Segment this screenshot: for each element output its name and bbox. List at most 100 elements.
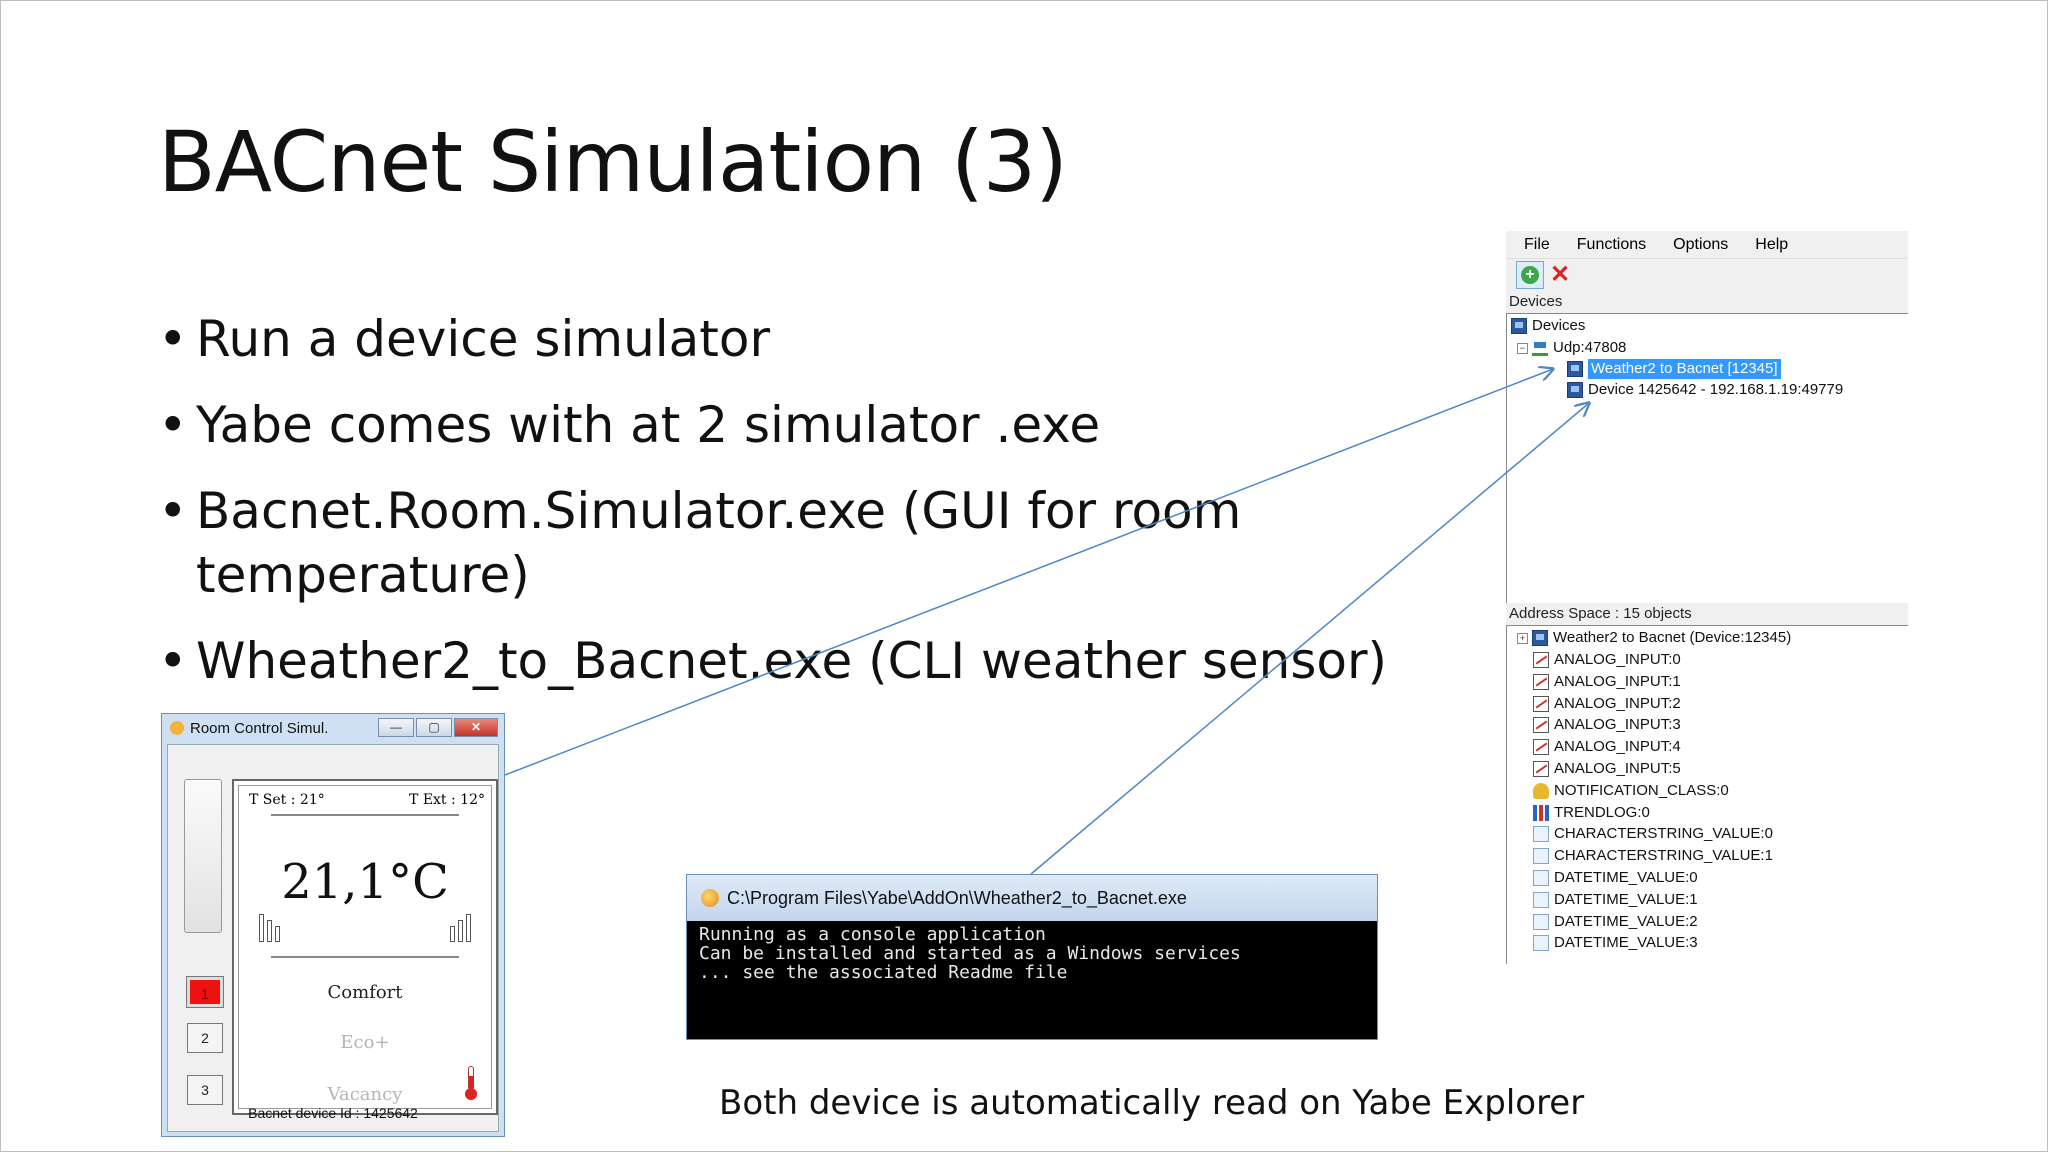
bullet-text: Run a device simulator [196,310,771,368]
address-space-label: Address Space : 15 objects [1506,603,1908,625]
address-object-item[interactable]: ANALOG_INPUT:4 [1533,737,1681,757]
console-line: Can be installed and started as a Window… [699,943,1241,964]
address-object-item[interactable]: ANALOG_INPUT:0 [1533,650,1681,670]
analog-input-icon [1533,761,1549,777]
bullet-item: • Bacnet.Room.Simulator.exe (GUI for roo… [158,479,1296,607]
bullet-text: Wheather2_to_Bacnet.exe (CLI weather sen… [196,632,1388,690]
room-window-titlebar[interactable]: Room Control Simul. [162,714,504,742]
fan-bars-right-icon [450,914,471,942]
bullet-item: • Run a device simulator [158,307,1458,371]
mode-button-2[interactable]: 2 [187,1023,223,1053]
bullet-list: • Run a device simulator • Yabe comes wi… [158,307,1458,715]
menu-help[interactable]: Help [1755,235,1789,253]
collapse-toggle[interactable]: − [1517,342,1528,354]
analog-input-icon [1533,739,1549,756]
address-object-item[interactable]: TRENDLOG:0 [1533,803,1650,823]
divider [271,814,459,816]
app-sun-icon [170,721,184,735]
tree-node-room-device[interactable]: Device 1425642 - 192.168.1.19:49779 [1567,380,1843,400]
menu-file[interactable]: File [1524,235,1550,253]
add-icon: + [1521,266,1539,284]
address-object-item[interactable]: ANALOG_INPUT:5 [1533,759,1681,779]
value-document-icon [1533,913,1549,930]
address-object-item[interactable]: DATETIME_VALUE:1 [1533,890,1698,910]
thermometer-icon [465,1066,477,1100]
analog-input-icon [1533,652,1549,668]
bacnet-device-id: Bacnet device Id : 1425642 [248,1105,418,1121]
bullet-symbol: • [158,310,188,368]
delete-x-icon: ✕ [1550,261,1571,288]
bullet-symbol: • [158,396,188,454]
network-icon [1532,340,1548,356]
devices-tree[interactable]: Devices − Udp:47808 Weather2 to Bacnet [… [1506,313,1908,603]
value-document-icon [1533,826,1549,843]
close-button[interactable]: ✕ [454,718,498,737]
menu-functions[interactable]: Functions [1576,235,1647,253]
selected-device-label: Weather2 to Bacnet [12345] [1588,359,1781,379]
address-object-item[interactable]: ANALOG_INPUT:1 [1533,672,1681,692]
expand-toggle[interactable]: + [1517,632,1528,644]
menu-options[interactable]: Options [1673,235,1729,253]
room-window-title: Room Control Simul. [190,719,329,737]
room-body: 1 2 3 T Set : 21° T Ext : 12° 21,1°C Com [167,744,499,1132]
tree-node-weather-device[interactable]: Weather2 to Bacnet [12345] [1567,359,1781,379]
tree-node-udp[interactable]: − Udp:47808 [1517,338,1626,358]
address-object-item[interactable]: CHARACTERSTRING_VALUE:0 [1533,824,1773,844]
analog-input-icon [1533,673,1549,690]
slide-caption: Both device is automatically read on Yab… [719,1083,1585,1123]
value-document-icon [1533,891,1549,908]
console-titlebar[interactable]: C:\Program Files\Yabe\AddOn\Wheather2_to… [687,875,1377,921]
address-object-item[interactable]: NOTIFICATION_CLASS:0 [1533,781,1729,801]
room-simulator-window: Room Control Simul. — ▢ ✕ 1 2 3 T Set : … [161,713,505,1137]
external-temp: T Ext : 12° [409,792,485,808]
value-document-icon [1533,870,1549,886]
address-object-item[interactable]: CHARACTERSTRING_VALUE:1 [1533,846,1773,866]
bullet-symbol: • [158,482,188,540]
maximize-button[interactable]: ▢ [416,718,452,737]
console-window: C:\Program Files\Yabe\AddOn\Wheather2_to… [686,874,1378,1040]
address-space-tree[interactable]: + Weather2 to Bacnet (Device:12345) ANAL… [1506,625,1908,964]
bullet-text: Bacnet.Room.Simulator.exe (GUI for room … [196,482,1242,604]
mode-label-comfort: Comfort [327,982,403,1003]
minimize-button[interactable]: — [378,718,414,737]
devices-panel-label: Devices [1506,291,1908,313]
mode-label-vacancy: Vacancy [327,1084,403,1105]
console-app-icon [701,889,719,907]
mode-button-1[interactable]: 1 [186,976,224,1008]
bullet-symbol: • [158,632,188,690]
mode-button-3[interactable]: 3 [187,1075,223,1105]
tree-root-devices[interactable]: Devices [1511,316,1585,336]
add-device-button[interactable]: + [1516,261,1544,289]
address-object-item[interactable]: ANALOG_INPUT:3 [1533,715,1681,735]
device-icon [1567,382,1583,398]
device-icon [1567,361,1583,377]
toolbar: + ✕ [1506,258,1908,291]
device-icon [1532,630,1548,646]
thermostat-display: T Set : 21° T Ext : 12° 21,1°C Comfort E… [232,779,498,1115]
bullet-item: • Wheather2_to_Bacnet.exe (CLI weather s… [158,629,1458,693]
notification-bell-icon [1533,782,1549,799]
console-title: C:\Program Files\Yabe\AddOn\Wheather2_to… [727,887,1187,908]
address-object-item[interactable]: DATETIME_VALUE:0 [1533,868,1698,888]
bullet-text: Yabe comes with at 2 simulator .exe [196,396,1101,454]
setpoint-temp: T Set : 21° [249,792,325,808]
room-temperature: 21,1°C [281,854,449,910]
computer-icon [1511,318,1527,334]
setpoint-slider[interactable] [184,779,222,933]
menu-bar: File Functions Options Help [1506,231,1908,258]
mode-label-eco: Eco+ [340,1032,390,1053]
analog-input-icon [1533,717,1549,734]
address-object-item[interactable]: ANALOG_INPUT:2 [1533,694,1681,714]
address-root-node[interactable]: + Weather2 to Bacnet (Device:12345) [1517,628,1791,648]
analog-input-icon [1533,695,1549,712]
address-object-item[interactable]: DATETIME_VALUE:2 [1533,912,1698,932]
console-line: ... see the associated Readme file [699,962,1068,983]
address-object-item[interactable]: DATETIME_VALUE:3 [1533,933,1698,953]
bullet-item: • Yabe comes with at 2 simulator .exe [158,393,1458,457]
window-controls: — ▢ ✕ [378,718,498,737]
remove-device-button[interactable]: ✕ [1550,262,1570,288]
fan-bars-left-icon [259,914,280,942]
yabe-explorer-window: File Functions Options Help + ✕ Devices … [1506,231,1908,964]
